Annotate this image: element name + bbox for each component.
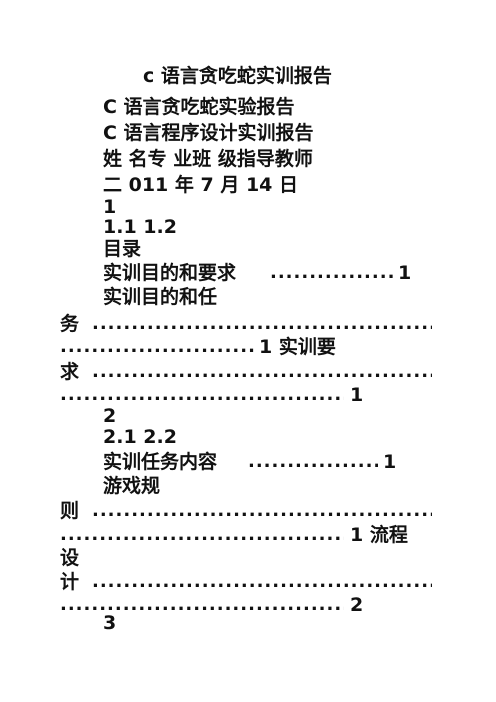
toc-item-3-continued: 求 <box>60 361 80 383</box>
toc-item-3-leader-1: ........................................… <box>92 361 432 382</box>
toc-item-5-leader-1: ........................................… <box>92 500 432 521</box>
date-line: 二 011 年 7 月 14 日 <box>103 174 299 196</box>
toc-item-4-page: 1 <box>383 451 397 473</box>
toc-item-3-page: 1 <box>350 384 364 406</box>
toc-item-2-page-and-next: 1 实训要 <box>259 336 336 358</box>
section-number-1: 1 <box>103 196 117 218</box>
subsection-numbers-2: 2.1 2.2 <box>103 426 177 448</box>
subsection-numbers-1: 1.1 1.2 <box>103 216 177 238</box>
toc-item-4-label: 实训任务内容 <box>103 451 218 473</box>
toc-item-1-label: 实训目的和要求 <box>103 262 237 284</box>
toc-item-6-continued-1: 设 <box>60 547 80 569</box>
toc-item-1-leader: ...................... <box>270 262 394 283</box>
section-number-2: 2 <box>103 405 117 427</box>
toc-item-5-page-and-next: 1 流程 <box>350 524 408 546</box>
toc-item-1-page: 1 <box>398 262 412 284</box>
toc-item-4-leader: ...................... <box>248 451 378 472</box>
toc-item-5-leader-2: ........................................… <box>60 524 344 545</box>
document-title: c 语言贪吃蛇实训报告 <box>143 65 332 87</box>
toc-heading: 目录 <box>103 238 142 260</box>
subtitle-experiment-report: C 语言贪吃蛇实验报告 <box>103 96 295 118</box>
toc-item-5-label: 游戏规 <box>103 475 161 497</box>
toc-item-2-leader-2: ........................................… <box>60 336 256 357</box>
toc-item-6-page: 2 <box>350 594 364 616</box>
toc-item-6-leader-2: ........................................… <box>60 594 344 615</box>
section-number-3: 3 <box>103 612 117 634</box>
toc-item-2-label: 实训目的和任 <box>103 286 218 308</box>
toc-item-5-continued: 则 <box>60 500 80 522</box>
subtitle-training-report: C 语言程序设计实训报告 <box>103 122 314 144</box>
toc-item-3-leader-2: ........................................… <box>60 384 344 405</box>
toc-item-2-leader-1: ........................................… <box>92 313 432 334</box>
toc-item-6-leader-1: ........................................… <box>92 571 432 592</box>
student-info-line: 姓 名专 业班 级指导教师 <box>103 148 313 170</box>
toc-item-2-continued: 务 <box>60 313 80 335</box>
toc-item-6-continued-2: 计 <box>60 571 80 593</box>
